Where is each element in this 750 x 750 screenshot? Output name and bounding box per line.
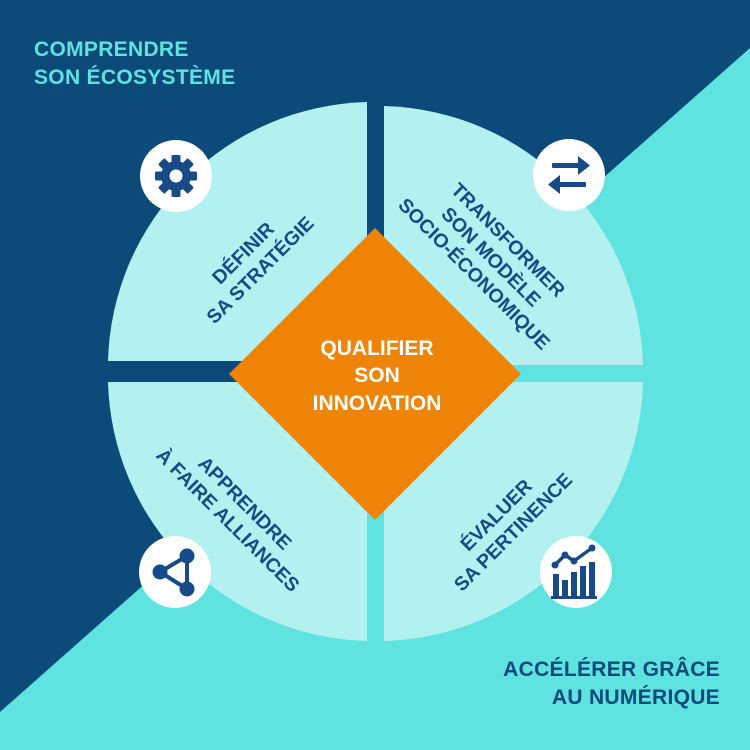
center-text-line3: INNOVATION: [313, 392, 442, 415]
accelerer-heading-line1: ACCÉLÉRER GRÂCE: [503, 658, 720, 681]
comprendre-heading-line1: COMPRENDRE: [34, 38, 189, 61]
share-nodes-icon: [139, 536, 211, 608]
center-text-line2: SON: [354, 364, 400, 387]
gear-icon: [140, 140, 212, 212]
quadrant-bottom-right: [384, 382, 643, 641]
swap-arrows-icon: [533, 139, 605, 211]
quadrant-top-right: [384, 106, 643, 365]
accelerer-heading-line2: AU NUMÉRIQUE: [551, 686, 720, 709]
comprendre-heading-line2: SON ÉCOSYSTÈME: [34, 66, 236, 89]
center-text-line1: QUALIFIER: [320, 337, 433, 360]
quadrant-top-left: [108, 102, 367, 361]
comprendre-heading: COMPRENDRE SON ÉCOSYSTÈME: [34, 36, 235, 92]
growth-chart-icon: [540, 536, 612, 608]
center-diamond: [229, 228, 521, 520]
accelerer-heading: ACCÉLÉRER GRÂCE AU NUMÉRIQUE: [503, 656, 720, 712]
